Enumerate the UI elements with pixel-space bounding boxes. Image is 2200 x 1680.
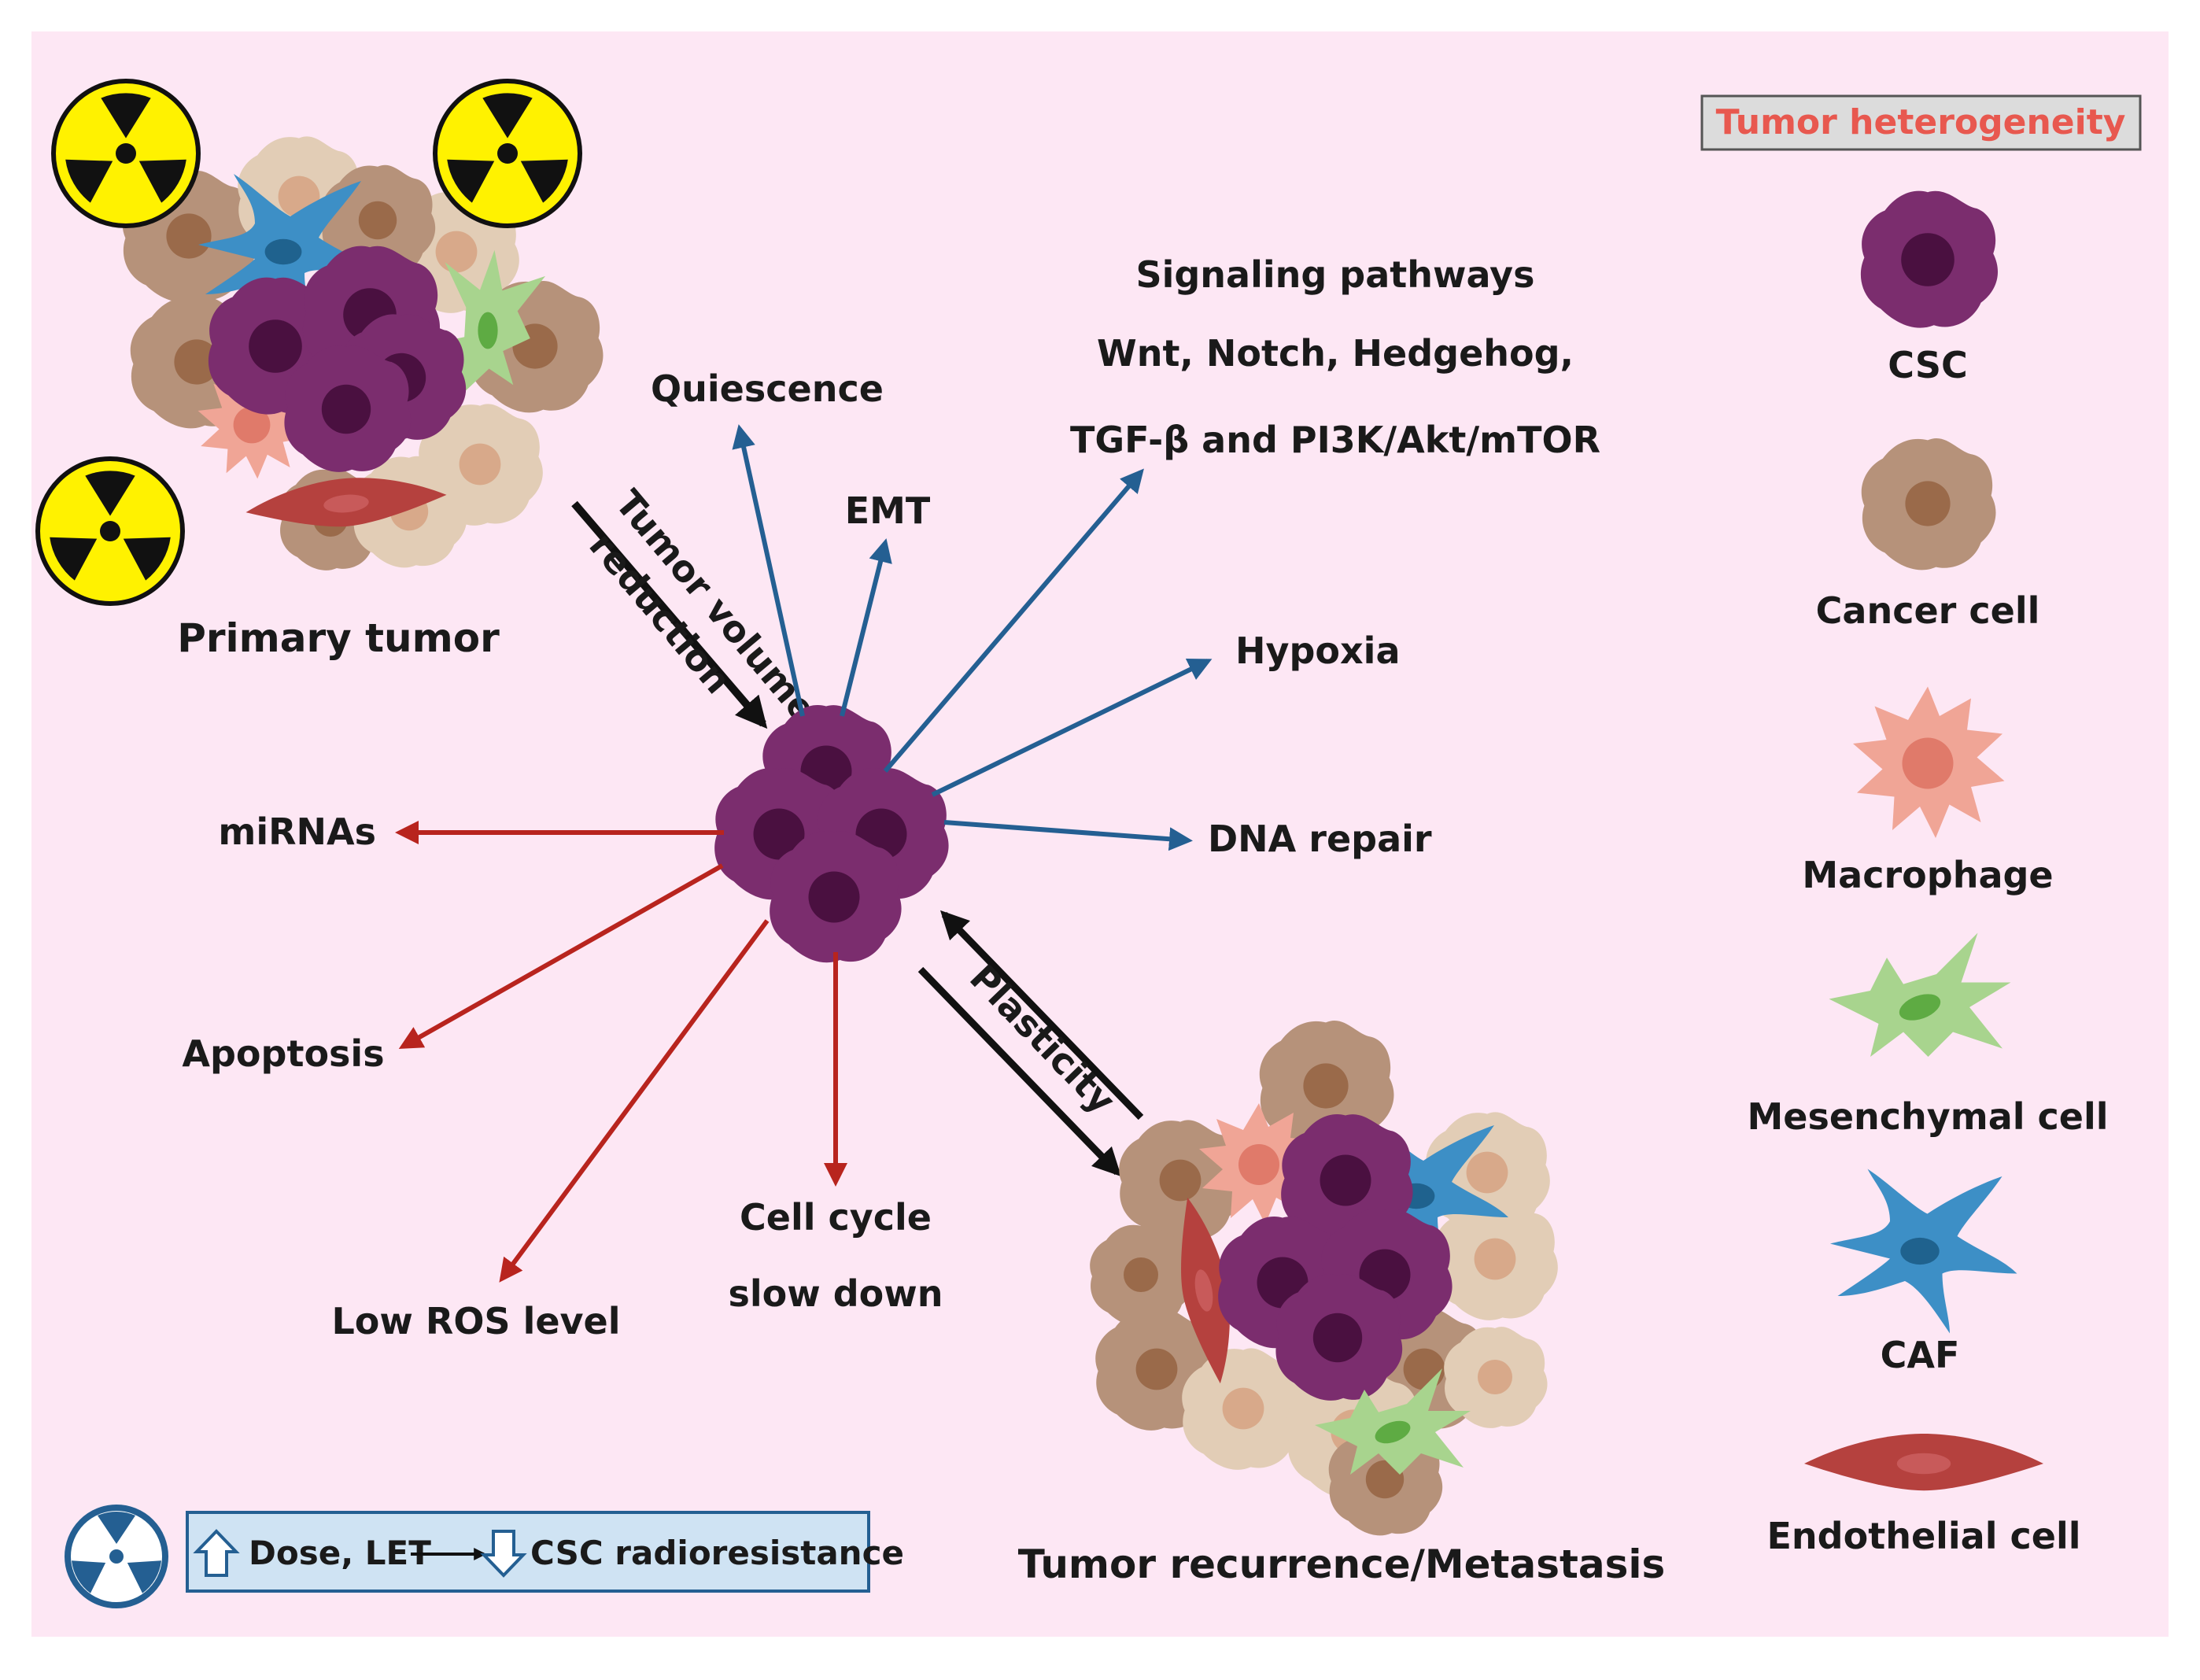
legend-title: Tumor heterogeneity: [1716, 102, 2126, 142]
legend-label-caf: CAF: [1881, 1334, 1960, 1376]
signaling-list-line2: TGF-β and PI3K/Akt/mTOR: [1070, 419, 1600, 461]
primary-tumor-label: Primary tumor: [177, 615, 500, 661]
legend-label-macrophage: Macrophage: [1802, 854, 2053, 896]
low-ros-label: Low ROS level: [331, 1300, 620, 1342]
plasticity-arrow-back: [939, 910, 1144, 1121]
dna-repair-label: DNA repair: [1208, 818, 1432, 860]
radiation-hazard-icon: [435, 81, 580, 226]
signaling-list-line1: Wnt, Notch, Hedgehog,: [1097, 332, 1574, 375]
red-arrows: [395, 821, 847, 1283]
legend-label-csc: CSC: [1888, 344, 1968, 386]
note-dose-label: Dose, LET: [249, 1534, 431, 1572]
radiation-note: Dose, LET CSC radioresistance: [65, 1505, 904, 1608]
arrow-down-outline-icon: [480, 1530, 527, 1578]
radiation-hazard-icon: [38, 459, 183, 604]
plasticity-arrows: [917, 910, 1144, 1177]
blue-arrows: [732, 424, 1213, 851]
arrow-low-ros: [499, 919, 770, 1283]
cell-cycle-label-line2: slow down: [728, 1272, 943, 1315]
legend-title-box: [1700, 94, 2142, 151]
mirnas-label: miRNAs: [218, 810, 376, 853]
signaling-title: Signaling pathways: [1135, 253, 1534, 296]
radiation-hazard-blue-icon: [65, 1505, 168, 1608]
apoptosis-label: Apoptosis: [182, 1032, 384, 1075]
recurrence-label: Tumor recurrence/Metastasis: [1018, 1542, 1666, 1587]
legend-label-cancer-cell: Cancer cell: [1816, 589, 2040, 632]
arrow-apoptosis: [398, 863, 724, 1049]
radiation-hazard-icon: [54, 81, 198, 226]
note-result-label: CSC radioresistance: [530, 1534, 904, 1572]
quiescence-label: Quiescence: [651, 367, 884, 410]
emt-label: EMT: [845, 489, 931, 532]
note-box: [186, 1511, 870, 1593]
legend-label-endothelial-cell: Endothelial cell: [1767, 1515, 2081, 1557]
hypoxia-label: Hypoxia: [1235, 630, 1401, 672]
arrow-dna-repair: [943, 820, 1193, 851]
arrow-up-outline-icon: [193, 1529, 240, 1577]
cell-cycle-label-line1: Cell cycle: [740, 1196, 932, 1239]
arrow-quiescence: [732, 424, 805, 717]
arrow-emt: [840, 538, 892, 717]
plasticity-arrow-forward: [917, 966, 1122, 1177]
arrow-hypoxia: [931, 658, 1213, 797]
tumor-volume-reduction-arrow: [571, 500, 768, 729]
arrow-signaling: [883, 468, 1144, 773]
legend: Tumor heterogeneity CSC Cancer cell Macr…: [1700, 94, 2142, 1557]
legend-label-mesenchymal-cell: Mesenchymal cell: [1747, 1095, 2108, 1138]
